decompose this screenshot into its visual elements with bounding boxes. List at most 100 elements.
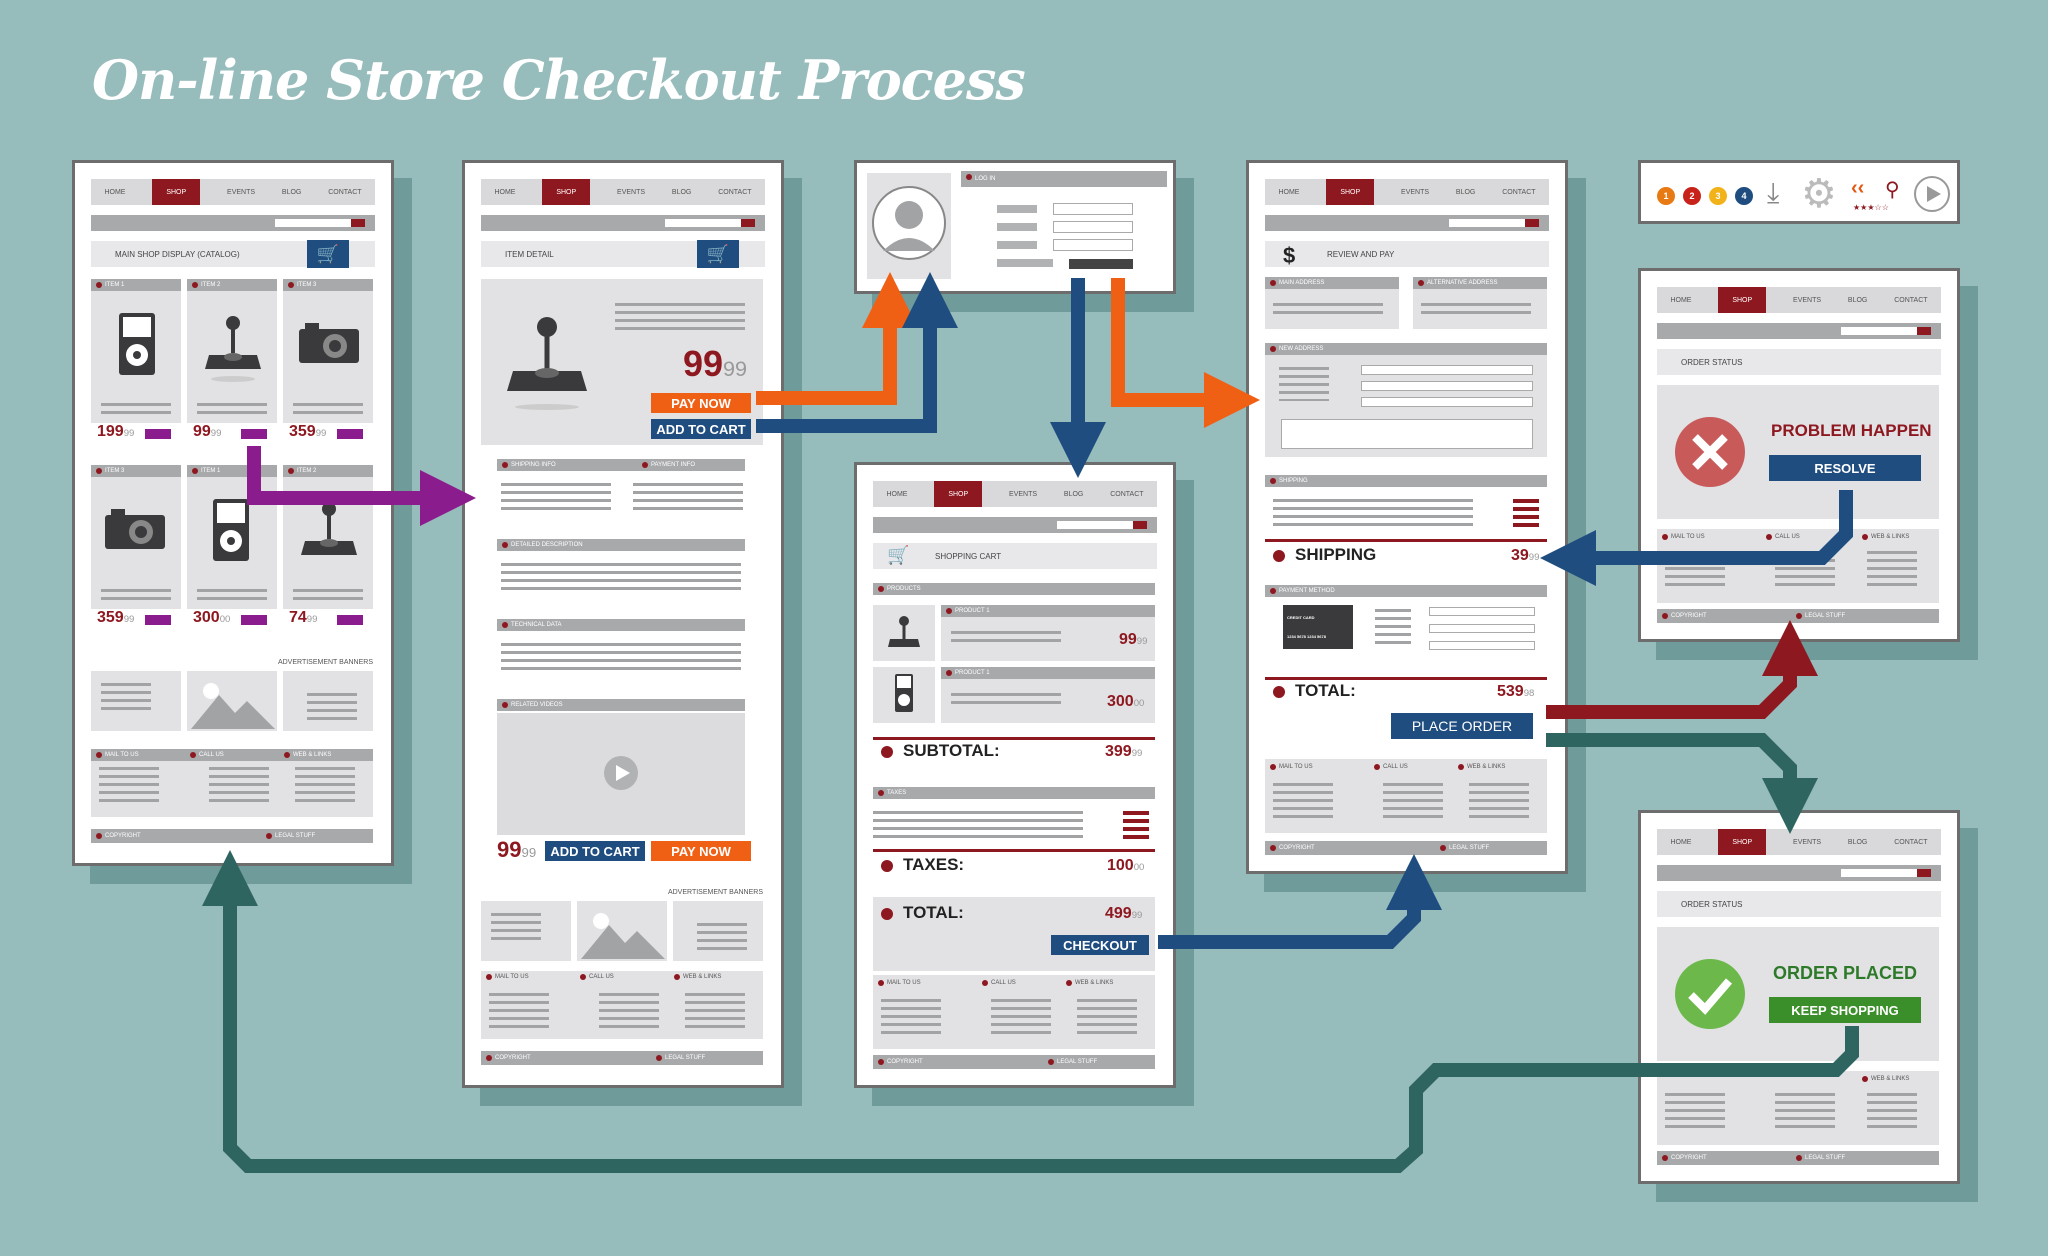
buy-button[interactable] — [241, 615, 267, 625]
pay-now-button-bottom[interactable]: PAY NOW — [651, 841, 751, 861]
card-field[interactable] — [1429, 624, 1535, 633]
buy-button[interactable] — [145, 429, 171, 439]
play-icon[interactable] — [1913, 175, 1951, 213]
nav-contact[interactable]: CONTACT — [1894, 296, 1928, 304]
media-player-icon — [213, 499, 249, 561]
search-bar[interactable] — [481, 215, 765, 231]
footer-call[interactable]: CALL US — [1761, 531, 1855, 543]
nav-home[interactable]: HOME — [1670, 838, 1692, 846]
nav-events[interactable]: EVENTS — [1009, 490, 1038, 498]
address-field[interactable] — [1361, 365, 1533, 375]
arrow-checkout-to-review — [1158, 854, 1442, 949]
footer-web[interactable]: WEB & LINKS — [1857, 1073, 1939, 1085]
shipping-value: 3999 — [1511, 547, 1540, 564]
footer-mail[interactable]: MAIL TO US — [1657, 531, 1751, 543]
nav-contact[interactable]: CONTACT — [718, 188, 752, 196]
card-field[interactable] — [1429, 641, 1535, 650]
nav-shop[interactable]: SHOP — [1718, 287, 1767, 313]
place-order-button[interactable]: PLACE ORDER — [1391, 713, 1533, 739]
footer-web[interactable]: WEB & LINKS — [1061, 977, 1155, 989]
footer-mail[interactable]: MAIL TO US — [91, 749, 185, 761]
nav-events[interactable]: EVENTS — [1793, 296, 1822, 304]
nav-shop[interactable]: SHOP — [1326, 179, 1375, 205]
footer-call[interactable]: CALL US — [1369, 761, 1463, 773]
cart-icon[interactable]: 🛒 — [697, 240, 739, 268]
password-field[interactable] — [1053, 221, 1133, 233]
buy-button[interactable] — [337, 429, 363, 439]
nav-home[interactable]: HOME — [1278, 188, 1300, 196]
footer-mail[interactable]: MAIL TO US — [481, 971, 575, 983]
search-bar[interactable] — [1265, 215, 1549, 231]
keep-shopping-button[interactable]: KEEP SHOPPING — [1769, 997, 1921, 1023]
nav-shop[interactable]: SHOP — [152, 179, 201, 205]
nav-home[interactable]: HOME — [886, 490, 908, 498]
buy-button[interactable] — [145, 615, 171, 625]
footer-call[interactable]: CALL US — [185, 749, 279, 761]
play-icon[interactable] — [603, 755, 639, 791]
address-field[interactable] — [1361, 397, 1533, 407]
nav-shop[interactable]: SHOP — [1718, 829, 1767, 855]
legal[interactable]: LEGAL STUFF — [1791, 610, 1891, 622]
footer-web[interactable]: WEB & LINKS — [279, 749, 373, 761]
search-bar[interactable] — [873, 517, 1157, 533]
error-x-icon — [1675, 417, 1745, 487]
pay-now-button[interactable]: PAY NOW — [651, 393, 751, 413]
footer-call[interactable]: CALL US — [575, 971, 669, 983]
nav-home[interactable]: HOME — [494, 188, 516, 196]
username-field[interactable] — [1053, 203, 1133, 215]
nav-events[interactable]: EVENTS — [617, 188, 646, 196]
checkout-button[interactable]: CHECKOUT — [1051, 935, 1149, 955]
buy-button[interactable] — [337, 615, 363, 625]
email-field[interactable] — [1053, 239, 1133, 251]
nav-blog[interactable]: BLOG — [1847, 838, 1868, 846]
footer-web[interactable]: WEB & LINKS — [1453, 761, 1547, 773]
nav-shop[interactable]: SHOP — [934, 481, 983, 507]
nav-blog[interactable]: BLOG — [671, 188, 692, 196]
resolve-button[interactable]: RESOLVE — [1769, 455, 1921, 481]
nav-events[interactable]: EVENTS — [1793, 838, 1822, 846]
login-button[interactable] — [1069, 259, 1133, 269]
nav-blog[interactable]: BLOG — [281, 188, 302, 196]
badge-3: 3 — [1709, 187, 1727, 205]
legal[interactable]: LEGAL STUFF — [1435, 842, 1535, 854]
nav-blog[interactable]: BLOG — [1847, 296, 1868, 304]
footer-mail[interactable]: MAIL TO US — [873, 977, 967, 989]
nav-contact[interactable]: CONTACT — [1502, 188, 1536, 196]
search-bar[interactable] — [1657, 865, 1941, 881]
nav-events[interactable]: EVENTS — [1401, 188, 1430, 196]
legal[interactable]: LEGAL STUFF — [1043, 1056, 1143, 1068]
footer-text — [1867, 1093, 1917, 1129]
footer-web[interactable]: WEB & LINKS — [669, 971, 763, 983]
footer-web[interactable]: WEB & LINKS — [1857, 531, 1939, 543]
nav-events[interactable]: EVENTS — [227, 188, 256, 196]
footer-mail[interactable]: MAIL TO US — [1265, 761, 1359, 773]
field-labels — [1279, 367, 1329, 401]
buy-button[interactable] — [241, 429, 267, 439]
add-to-cart-button[interactable]: ADD TO CART — [651, 419, 751, 439]
nav-home[interactable]: HOME — [104, 188, 126, 196]
card-field[interactable] — [1429, 607, 1535, 616]
copyright: COPYRIGHT — [481, 1052, 601, 1064]
cart-icon[interactable]: 🛒 — [307, 240, 349, 268]
nav-shop[interactable]: SHOP — [542, 179, 591, 205]
remember-box[interactable] — [997, 259, 1053, 267]
nav-contact[interactable]: CONTACT — [328, 188, 362, 196]
nav-contact[interactable]: CONTACT — [1894, 838, 1928, 846]
legal[interactable]: LEGAL STUFF — [1791, 1152, 1891, 1164]
footer-call[interactable]: CALL US — [977, 977, 1071, 989]
add-to-cart-button-bottom[interactable]: ADD TO CART — [545, 841, 645, 861]
nav-contact[interactable]: CONTACT — [1110, 490, 1144, 498]
legal[interactable]: LEGAL STUFF — [651, 1052, 751, 1064]
ads-label: ADVERTISEMENT BANNERS — [277, 659, 373, 666]
nav-blog[interactable]: BLOG — [1455, 188, 1476, 196]
address-field[interactable] — [1361, 381, 1533, 391]
search-bar[interactable] — [91, 215, 375, 231]
search-bar[interactable] — [1657, 323, 1941, 339]
address-textarea[interactable] — [1281, 419, 1533, 449]
nav-blog[interactable]: BLOG — [1063, 490, 1084, 498]
tax-lines — [873, 811, 1083, 841]
nav-home[interactable]: HOME — [1670, 296, 1692, 304]
legal[interactable]: LEGAL STUFF — [261, 830, 361, 842]
product-label: PRODUCT 1 — [941, 667, 1155, 679]
